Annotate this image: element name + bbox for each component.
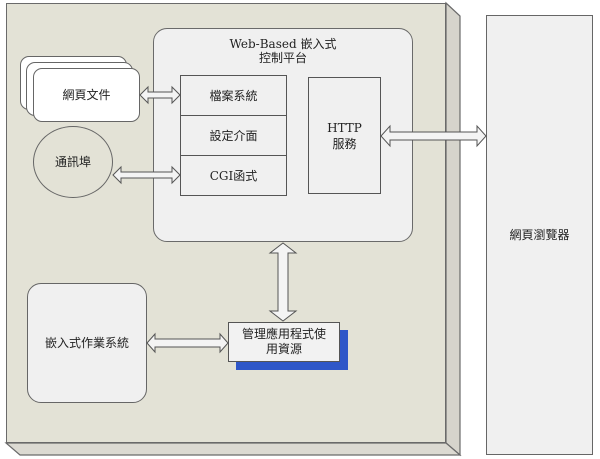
web-documents-label: 網頁文件 xyxy=(62,87,111,102)
module-settings-interface: 設定介面 xyxy=(180,115,287,156)
arrow-commport-cgi xyxy=(112,165,181,185)
outer-panel-bottom-edge xyxy=(4,442,462,456)
module-file-system: 檔案系統 xyxy=(180,75,287,116)
web-documents-card: 網頁文件 xyxy=(33,68,140,122)
embedded-os-box: 嵌入式作業系統 xyxy=(27,283,147,403)
resource-manager-line2: 用資源 xyxy=(265,342,302,356)
resource-manager-line1: 管理應用程式使 xyxy=(241,327,326,341)
platform-title: Web-Based 嵌入式 控制平台 xyxy=(154,37,412,65)
arrow-webdocs-filesystem xyxy=(139,85,181,105)
comm-port-label: 通訊埠 xyxy=(54,154,91,169)
arrow-http-browser xyxy=(380,124,487,148)
web-browser-label: 網頁瀏覽器 xyxy=(509,227,570,242)
embedded-os-label: 嵌入式作業系統 xyxy=(44,335,129,350)
platform-title-line1: Web-Based 嵌入式 xyxy=(229,37,337,51)
comm-port-ellipse: 通訊埠 xyxy=(33,126,113,198)
resource-manager-box: 管理應用程式使 用資源 xyxy=(228,322,340,362)
module-settings-interface-label: 設定介面 xyxy=(209,129,258,143)
http-service-line1: HTTP xyxy=(327,120,362,135)
module-file-system-label: 檔案系統 xyxy=(209,89,258,103)
module-cgi-functions: CGI函式 xyxy=(180,155,287,196)
web-browser-box: 網頁瀏覽器 xyxy=(486,15,593,455)
http-service-box: HTTP 服務 xyxy=(308,77,381,194)
module-cgi-functions-label: CGI函式 xyxy=(209,169,258,183)
http-service-line2: 服務 xyxy=(332,136,357,151)
arrow-platform-resource xyxy=(268,242,298,322)
platform-title-line2: 控制平台 xyxy=(258,51,307,65)
arrow-os-resource xyxy=(146,332,229,354)
